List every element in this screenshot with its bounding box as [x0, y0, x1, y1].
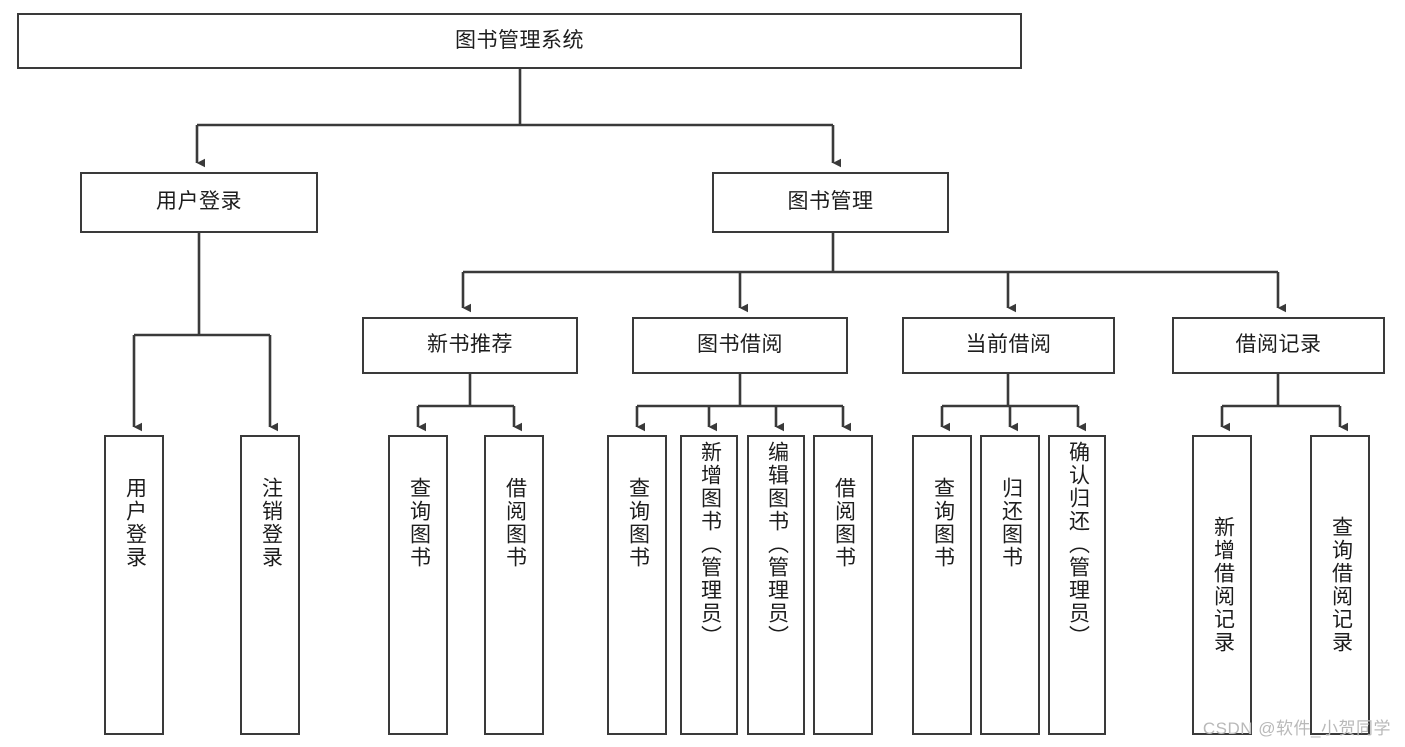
node-root-book-management-system[interactable]: 图书管理系统 — [17, 13, 1022, 69]
node-label: 借阅记录 — [1235, 333, 1322, 357]
leaf-logout[interactable]: 注销登录 — [240, 435, 300, 735]
edges-bookborrow-to-leaves — [635, 374, 852, 432]
leaf-add-book-admin[interactable]: 新增图书（管理员） — [680, 435, 738, 735]
node-book-management[interactable]: 图书管理 — [712, 172, 949, 233]
leaf-borrow-books[interactable]: 借阅图书 — [813, 435, 873, 735]
node-label: 新书推荐 — [427, 333, 513, 357]
node-label: 当前借阅 — [965, 333, 1052, 357]
edges-userlogin-to-leaves — [132, 233, 279, 432]
node-label: 借阅图书 — [832, 477, 856, 569]
node-current-borrowing[interactable]: 当前借阅 — [902, 317, 1115, 374]
node-label: 图书管理系统 — [455, 28, 584, 52]
edges-borrowrecord-to-leaves — [1220, 374, 1349, 432]
node-label: 编辑图书（管理员） — [765, 441, 789, 648]
leaf-confirm-return-admin[interactable]: 确认归还（管理员） — [1048, 435, 1106, 735]
edges-root-to-level2 — [195, 69, 842, 168]
leaf-query-books-borrow[interactable]: 查询图书 — [607, 435, 667, 735]
node-label: 查询图书 — [931, 477, 955, 569]
edges-booksmgmt-to-level3 — [461, 233, 1287, 313]
leaf-borrow-books-recommend[interactable]: 借阅图书 — [484, 435, 544, 735]
node-label: 借阅图书 — [503, 477, 527, 569]
leaf-edit-book-admin[interactable]: 编辑图书（管理员） — [747, 435, 805, 735]
node-label: 查询图书 — [407, 477, 431, 569]
node-label: 图书借阅 — [697, 333, 783, 357]
node-book-borrowing[interactable]: 图书借阅 — [632, 317, 848, 374]
node-new-book-recommendation[interactable]: 新书推荐 — [362, 317, 578, 374]
node-label: 新增图书（管理员） — [698, 441, 722, 648]
node-label: 确认归还（管理员） — [1066, 441, 1090, 648]
node-label: 新增借阅记录 — [1211, 516, 1235, 654]
leaf-query-borrow-record[interactable]: 查询借阅记录 — [1310, 435, 1370, 735]
edges-currentborrow-to-leaves — [940, 374, 1087, 432]
node-label: 查询借阅记录 — [1329, 516, 1353, 654]
node-label: 用户登录 — [156, 190, 242, 214]
node-label: 注销登录 — [259, 477, 283, 569]
leaf-query-books-current[interactable]: 查询图书 — [912, 435, 972, 735]
csdn-watermark: CSDN @软件_小贺同学 — [1202, 719, 1391, 738]
edges-newbook-to-leaves — [416, 374, 523, 432]
node-label: 归还图书 — [999, 477, 1023, 569]
node-user-login[interactable]: 用户登录 — [80, 172, 318, 233]
leaf-return-books[interactable]: 归还图书 — [980, 435, 1040, 735]
node-borrowing-records[interactable]: 借阅记录 — [1172, 317, 1385, 374]
node-label: 用户登录 — [123, 477, 147, 569]
leaf-user-login[interactable]: 用户登录 — [104, 435, 164, 735]
leaf-add-borrow-record[interactable]: 新增借阅记录 — [1192, 435, 1252, 735]
node-label: 图书管理 — [787, 190, 874, 214]
node-label: 查询图书 — [626, 477, 650, 569]
leaf-query-books-recommend[interactable]: 查询图书 — [388, 435, 448, 735]
